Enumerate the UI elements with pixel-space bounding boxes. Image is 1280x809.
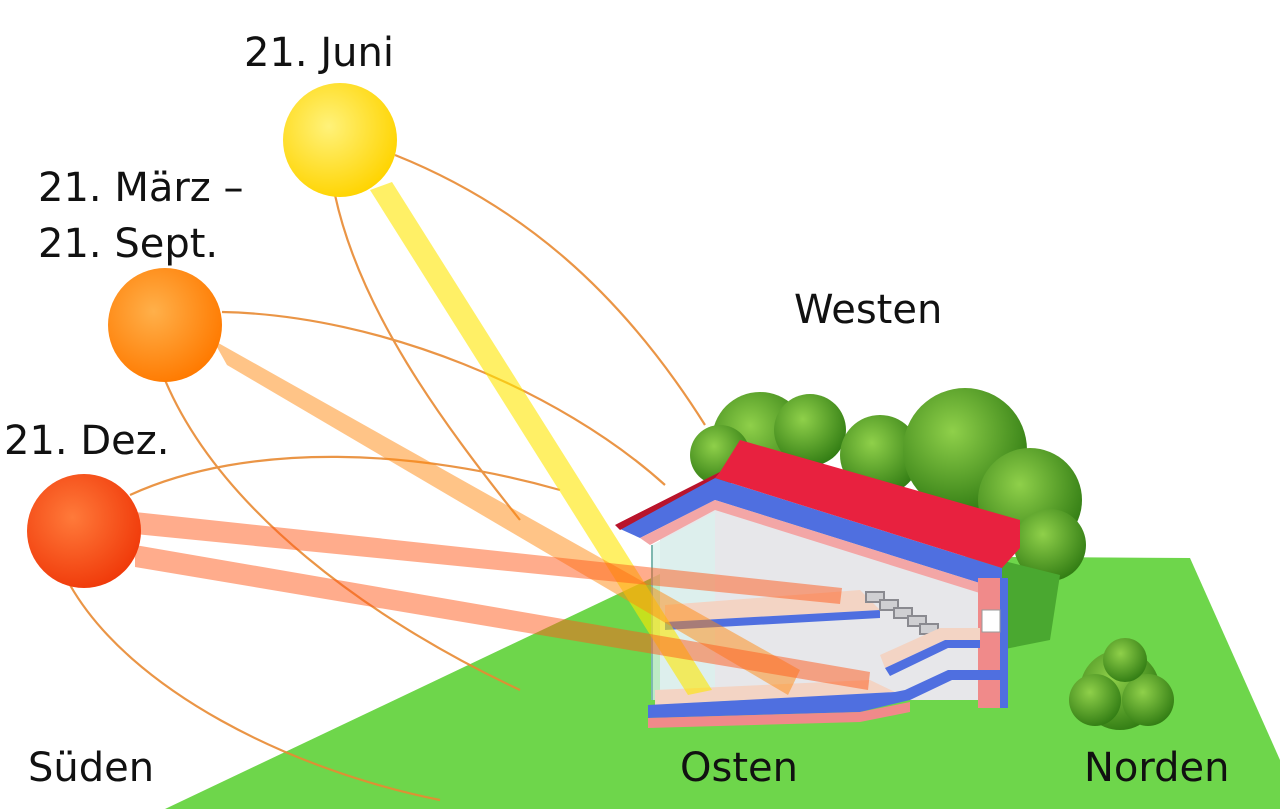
- arc-equinox-south: [163, 379, 521, 691]
- ray-equinox: [213, 340, 800, 695]
- label-east: Osten: [680, 745, 798, 791]
- arc-equinox-east: [221, 310, 666, 486]
- label-north: Norden: [1084, 745, 1230, 791]
- arc-june-east: [394, 153, 706, 426]
- label-december: 21. Dez.: [4, 418, 170, 464]
- sun-december-icon: [27, 474, 141, 588]
- sun-rays: [135, 182, 870, 695]
- sun-equinox-icon: [108, 268, 222, 382]
- arc-december-south: [69, 584, 441, 802]
- label-equinox: 21. März – 21. Sept.: [38, 165, 244, 267]
- label-west: Westen: [794, 287, 943, 333]
- label-june: 21. Juni: [244, 30, 394, 76]
- label-south: Süden: [28, 745, 155, 791]
- ray-december-lower: [135, 545, 870, 690]
- bush-icon: [1069, 638, 1174, 730]
- arc-december-east: [129, 455, 561, 497]
- ray-december-upper: [135, 512, 842, 604]
- arc-june-south: [333, 194, 521, 521]
- sun-path-arcs: [69, 153, 706, 802]
- sun-june-icon: [283, 83, 397, 197]
